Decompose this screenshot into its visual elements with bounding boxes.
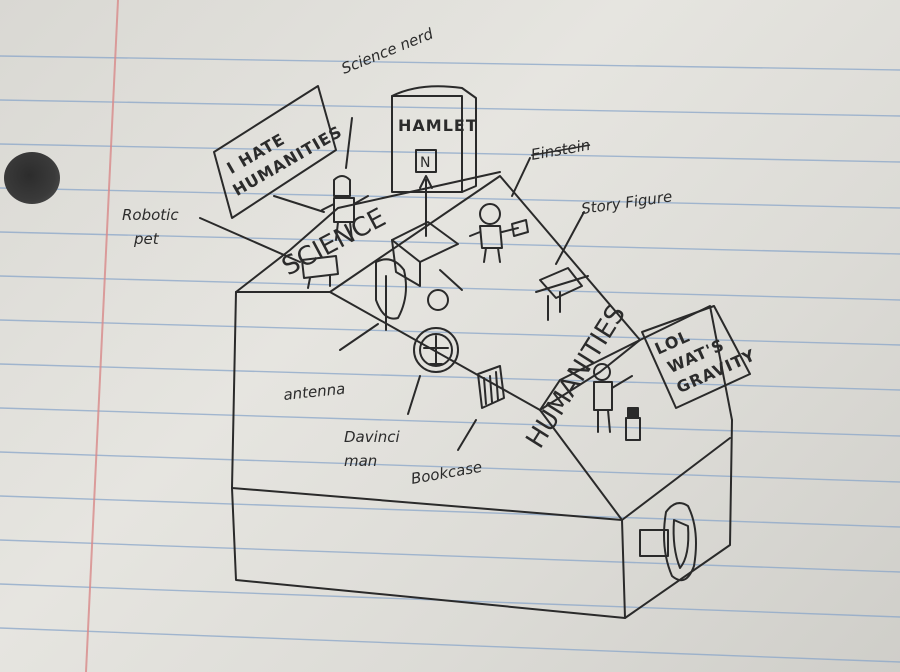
diorama-box <box>231 171 733 619</box>
crank-handle <box>639 502 697 582</box>
label-antenna: antenna <box>283 380 347 404</box>
robotic-pet <box>199 217 339 289</box>
label-davinci-line1: Davinci <box>344 428 401 446</box>
science-nerd-figure <box>321 117 369 241</box>
label-davinci-line2: man <box>344 452 377 470</box>
hamlet-book <box>391 85 477 237</box>
humanities-sign <box>213 85 337 219</box>
bookcase <box>457 365 505 451</box>
einstein-figure <box>469 157 531 263</box>
label-science-nerd: Science nerd <box>339 24 436 77</box>
gravity-sign <box>641 305 751 409</box>
telescope <box>391 221 463 291</box>
cup <box>625 407 641 441</box>
antenna <box>339 258 407 351</box>
label-bookcase: Bookcase <box>410 458 484 488</box>
humanities-figure <box>593 363 633 433</box>
book-emblem: N <box>420 155 430 171</box>
label-einstein: Einstein <box>530 136 592 164</box>
label-robotic-pet-1: Robotic <box>122 206 179 224</box>
book-title: HAMLET <box>398 116 478 135</box>
label-robotic-pet-2: pet <box>133 230 160 248</box>
story-figure <box>535 211 589 321</box>
binder-hole <box>4 152 60 204</box>
ramp-text-right: HUMANITIES <box>520 300 632 454</box>
label-story-figure: Story Figure <box>580 187 673 218</box>
davinci-man <box>407 289 459 415</box>
